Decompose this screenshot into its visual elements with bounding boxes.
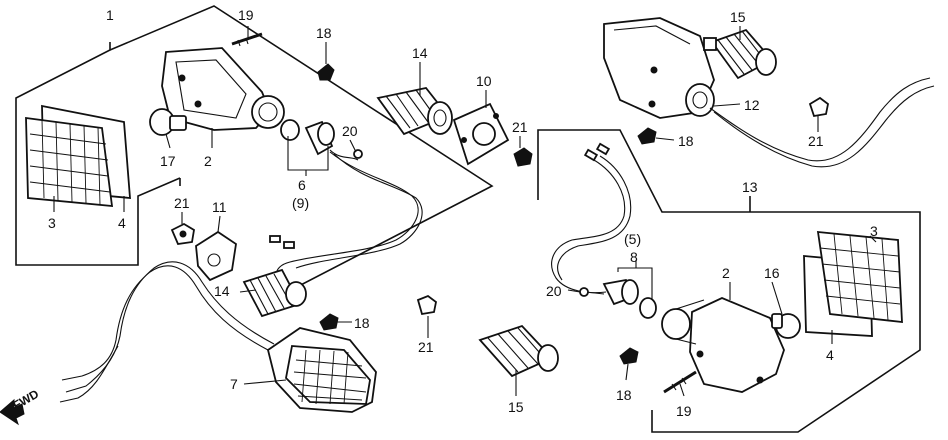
nut-21-center [416,294,437,316]
left-housing-2 [161,47,285,131]
callout-16: 16 [764,265,780,281]
callout-20b: 20 [546,283,562,299]
holder-10 [452,102,510,166]
callout-4a: 4 [118,215,126,231]
rubber-boot-15-top [703,28,777,80]
callout-6: 6 [298,177,306,193]
callout-15b: 15 [508,399,524,415]
callout-4b: 4 [826,347,834,363]
callout-5: (5) [624,231,641,247]
right-upper-signal [603,17,935,168]
group-bracket-1 [15,5,494,305]
callout-3b: 3 [870,223,878,239]
right-housing-2 [661,297,785,393]
callout-15a: 15 [730,9,746,25]
callout-2a: 2 [204,153,212,169]
rubber-boot-15-lower [478,324,559,378]
nut-21-right-upper [808,96,829,118]
callout-12: 12 [744,97,760,113]
callout-21b: 21 [418,339,434,355]
fwd-arrow-icon: FWD [0,387,42,426]
callout-17: 17 [160,153,176,169]
nut-18-right-lower [619,347,639,365]
left-lens-3 [25,104,131,208]
callout-19a: 19 [238,7,254,23]
callout-18c: 18 [678,133,694,149]
right-harness [551,142,657,319]
callout-20a: 20 [342,123,358,139]
callout-3a: 3 [48,215,56,231]
fwd-label: FWD [11,387,42,413]
screw-19-right [663,370,697,394]
callout-21c: 21 [808,133,824,149]
callout-14b: 14 [214,283,230,299]
nut-21-left [170,222,195,245]
nut-18-mid [319,313,339,331]
callout-14a: 14 [412,45,428,61]
callout-18d: 18 [616,387,632,403]
screw-19 [231,32,263,47]
callout-18b: 18 [354,315,370,331]
holder-11 [195,230,237,282]
rubber-boot-14-top [376,87,453,136]
rubber-boot-14-lower [242,268,307,318]
callout-21d: 21 [512,119,528,135]
callout-labels: 1 19 18 14 10 2 17 3 4 6 (9) 20 21 11 14… [48,7,878,419]
group-bracket-13 [537,129,921,433]
callout-13: 13 [742,179,758,195]
right-lens-3 [803,230,903,337]
turn-signal-7 [59,261,377,413]
callout-7: 7 [230,376,238,392]
socket-6 [275,119,423,277]
leader-lines [53,26,877,397]
callout-19b: 19 [676,403,692,419]
callout-8: 8 [630,249,638,265]
nut-21-right-mid [513,147,533,167]
callout-21a: 21 [174,195,190,211]
callout-10: 10 [476,73,492,89]
nut-18-right-upper [637,127,657,145]
wire-connectors-left [269,235,295,249]
callout-2b: 2 [722,265,730,281]
callout-1: 1 [106,7,114,23]
bulb-16 [771,313,801,339]
callout-18a: 18 [316,25,332,41]
nut-18-top [317,63,335,81]
bulb-17 [149,108,187,136]
callout-9: (9) [292,195,309,211]
callout-11: 11 [212,199,227,215]
